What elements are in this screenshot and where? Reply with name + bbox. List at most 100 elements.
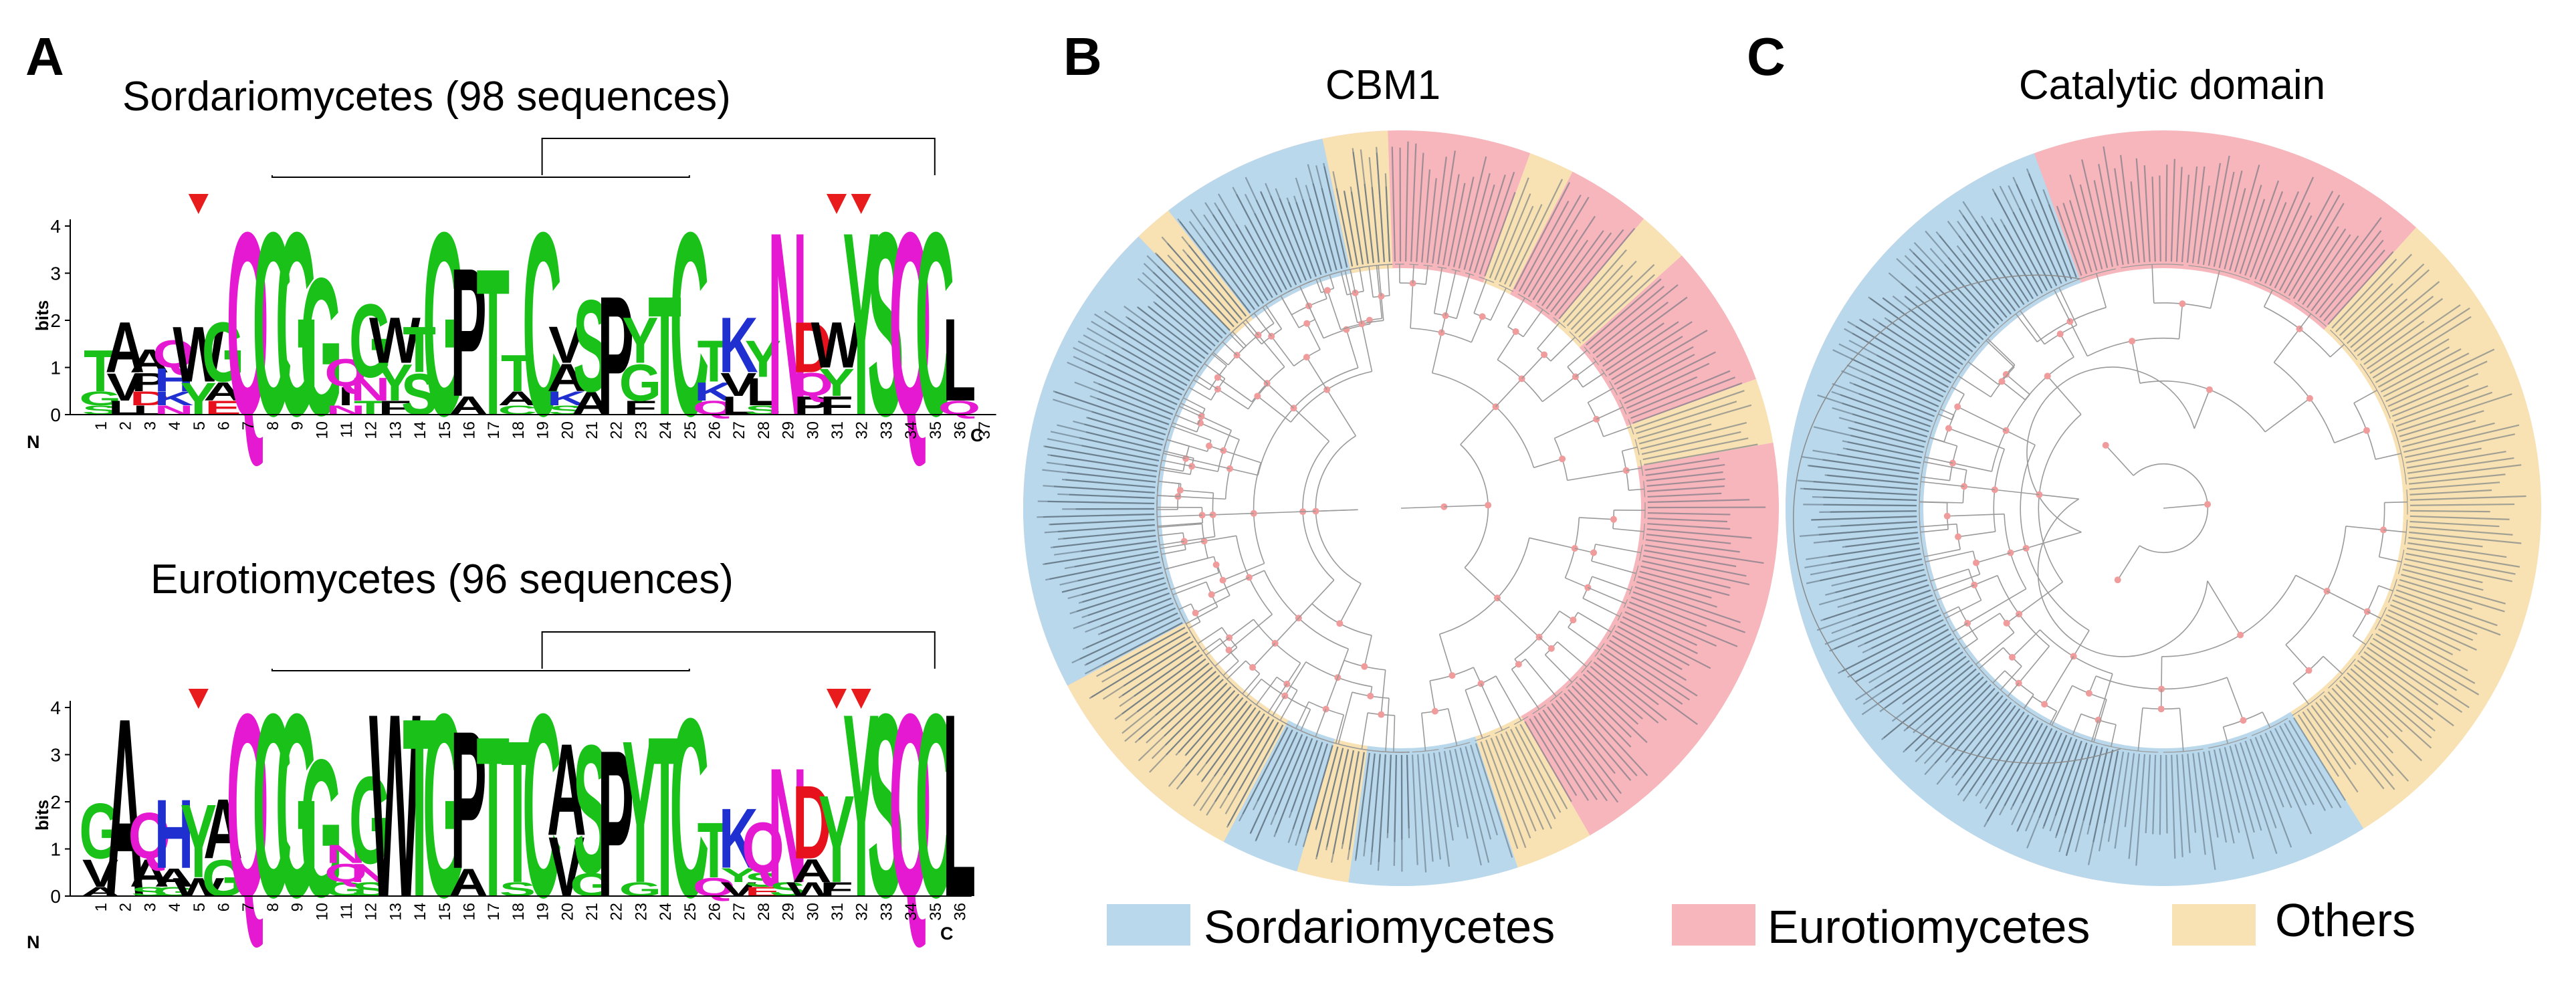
leaf-label bbox=[2409, 520, 2500, 528]
logo-letter: G bbox=[570, 867, 612, 903]
logo-letter: V bbox=[82, 852, 118, 895]
leaf-label bbox=[2254, 736, 2284, 808]
logo-letter: S bbox=[745, 403, 781, 417]
tree-branch bbox=[1387, 264, 1390, 296]
leaf-label bbox=[1352, 152, 1369, 264]
tree-branch bbox=[1957, 531, 1996, 538]
leaf-label bbox=[2124, 753, 2135, 827]
logo-letter: A bbox=[572, 385, 611, 422]
tree-branch bbox=[1497, 331, 1517, 360]
bootstrap-node bbox=[1378, 711, 1385, 718]
tree-branch bbox=[2020, 310, 2045, 345]
logo-letter: G bbox=[79, 387, 121, 409]
leaf-label bbox=[1524, 721, 1572, 802]
leaf-label bbox=[1326, 749, 1350, 847]
tree-arc bbox=[2254, 281, 2290, 300]
tree-branch bbox=[2093, 699, 2107, 743]
leaf-label bbox=[1632, 382, 1743, 424]
x-tick-label: 10 bbox=[313, 421, 331, 439]
tree-branch bbox=[1229, 468, 1259, 476]
tree-branch bbox=[1192, 465, 1218, 472]
leaf-label bbox=[1532, 229, 1578, 300]
conserved-position-marker bbox=[827, 194, 847, 214]
leaf-label bbox=[1121, 662, 1210, 734]
leaf-label bbox=[1053, 399, 1166, 436]
tree-arc bbox=[1311, 277, 1321, 282]
tree-branch bbox=[1920, 528, 1949, 533]
leaf-label bbox=[1888, 272, 1977, 348]
leaf-label bbox=[1606, 644, 1691, 701]
leaf-label bbox=[1178, 689, 1236, 753]
bootstrap-node bbox=[1180, 538, 1188, 545]
leaf-label bbox=[1125, 658, 1206, 722]
leaf-label bbox=[1906, 660, 1970, 711]
tree-arc bbox=[1475, 735, 1491, 742]
tree-branch bbox=[1163, 450, 1194, 459]
tree-branch bbox=[1628, 488, 1644, 492]
logo-letter: K bbox=[547, 387, 586, 409]
leaf-label bbox=[1614, 330, 1708, 385]
tree-branch bbox=[1212, 352, 1229, 366]
logo-letter: C bbox=[522, 659, 562, 952]
leaf-label bbox=[1832, 383, 1933, 423]
tree-arc bbox=[1549, 691, 1563, 702]
tree-branch bbox=[2207, 580, 2241, 636]
leaf-label bbox=[1963, 253, 2012, 315]
leaf-label bbox=[1612, 635, 1687, 681]
leaf-label bbox=[1608, 321, 1693, 376]
tree-branch bbox=[1359, 267, 1364, 292]
leaf-label bbox=[1641, 431, 1741, 455]
tree-branch bbox=[2379, 556, 2402, 563]
tree-branch bbox=[1923, 461, 1967, 471]
leaf-label bbox=[1121, 347, 1188, 387]
tree-arc bbox=[1162, 449, 1165, 453]
bootstrap-node bbox=[2002, 427, 2010, 434]
leaf-label bbox=[2350, 668, 2432, 739]
logo-letter: P bbox=[131, 367, 167, 397]
bootstrap-node bbox=[1214, 374, 1221, 381]
leaf-label bbox=[1638, 423, 1712, 445]
leaf-label bbox=[2229, 165, 2260, 271]
leaf-label bbox=[1646, 471, 1723, 481]
leaf-label bbox=[1619, 354, 1695, 395]
leaf-label bbox=[1628, 370, 1731, 414]
leaf-label bbox=[1628, 601, 1738, 647]
legend-label-others: Others bbox=[2275, 894, 2416, 946]
tree-branch bbox=[1237, 354, 1269, 385]
legend: Sordariomycetes Eurotiomycetes Others bbox=[1107, 894, 2416, 953]
logo-letter: P bbox=[598, 261, 634, 451]
tree-branch bbox=[1595, 544, 1642, 554]
logo-letter: G bbox=[152, 884, 195, 899]
leaf-label bbox=[2269, 730, 2307, 806]
tree-branch bbox=[1252, 643, 1276, 668]
tree-branch bbox=[1945, 599, 1982, 619]
bootstrap-node bbox=[1547, 645, 1555, 652]
leaf-label bbox=[1820, 584, 1929, 622]
bootstrap-node bbox=[2240, 717, 2247, 724]
logo-letter: W bbox=[173, 312, 224, 399]
tree-branch bbox=[2330, 344, 2345, 358]
leaf-label bbox=[2350, 298, 2408, 348]
leaf-label bbox=[2098, 750, 2119, 852]
leaf-label bbox=[1622, 616, 1698, 655]
logo-letter: T bbox=[697, 328, 731, 395]
tree-branch bbox=[1253, 510, 1316, 514]
leaf-label bbox=[1642, 560, 1750, 586]
bootstrap-node bbox=[1610, 516, 1617, 523]
x-tick-label: 28 bbox=[755, 903, 773, 921]
tree-branch bbox=[1306, 356, 1327, 391]
leaf-label bbox=[1428, 753, 1442, 860]
tree-arc bbox=[2037, 498, 2208, 657]
tree-branch bbox=[1957, 613, 2000, 641]
x-tick-label: 35 bbox=[927, 903, 945, 921]
tree-branch bbox=[2026, 531, 2082, 549]
x-tick-label: 1 bbox=[92, 903, 110, 911]
leaf-label bbox=[1605, 321, 1679, 372]
logo-letter: Y bbox=[181, 783, 217, 899]
x-tick-label: 17 bbox=[485, 421, 503, 439]
tree-branch bbox=[1188, 621, 1201, 629]
logo-letter: A bbox=[449, 391, 488, 420]
leaf-label bbox=[1315, 748, 1344, 860]
leaf-label bbox=[1475, 743, 1513, 858]
phylogenetic-tree-catalytic-domain bbox=[1786, 130, 2541, 887]
